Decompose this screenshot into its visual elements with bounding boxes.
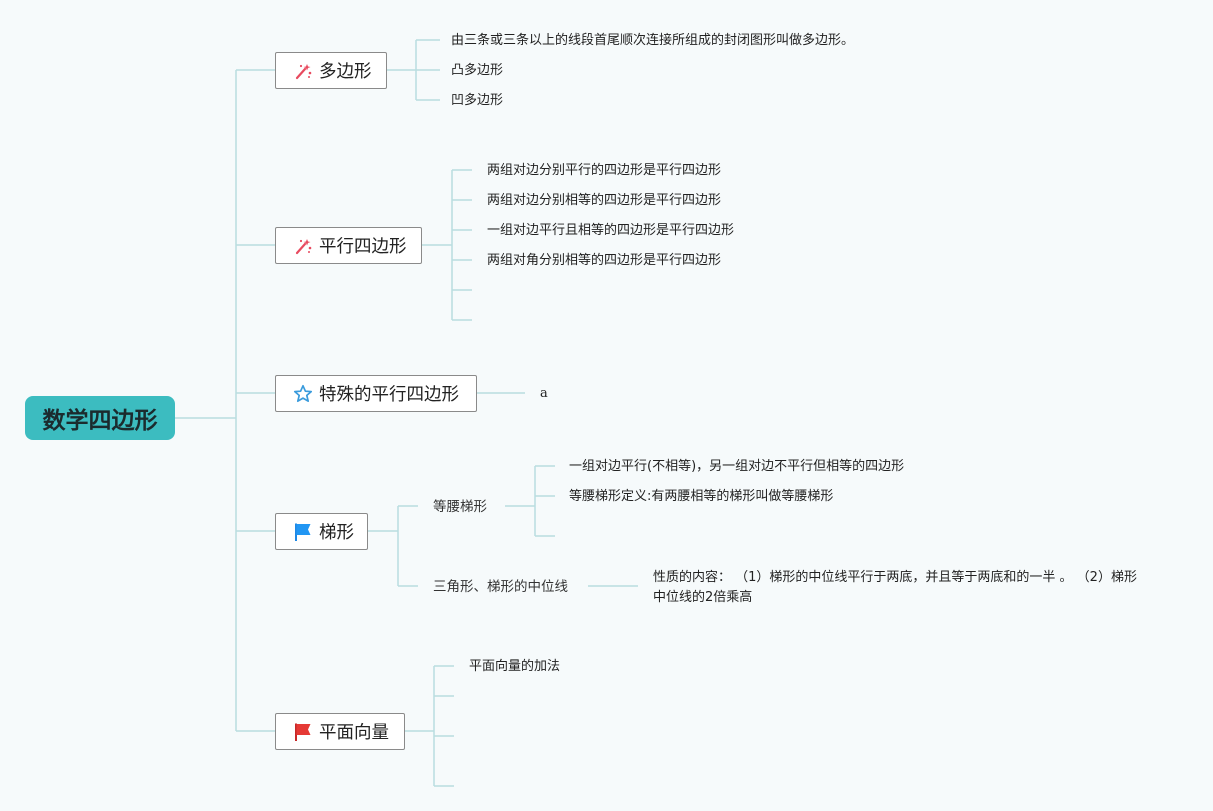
topic-label: 平行四边形	[319, 237, 407, 257]
parallelogram-rule-4[interactable]: 两组对角分别相等的四边形是平行四边形	[487, 253, 722, 268]
topic-parallelogram[interactable]: 平行四边形	[275, 227, 422, 264]
red-flag-icon	[293, 721, 315, 743]
topic-label: 平面向量	[319, 723, 389, 743]
topic-label: 梯形	[319, 523, 354, 543]
blue-flag-icon	[293, 521, 315, 543]
vector-addition[interactable]: 平面向量的加法	[469, 659, 561, 674]
convex-polygon[interactable]: 凸多边形	[451, 63, 504, 78]
subtopic-isosceles-trapezoid[interactable]: 等腰梯形	[433, 499, 487, 515]
parallelogram-rule-2[interactable]: 两组对边分别相等的四边形是平行四边形	[487, 193, 722, 208]
topic-plane-vector[interactable]: 平面向量	[275, 713, 405, 750]
subtopic-midline[interactable]: 三角形、梯形的中位线	[433, 579, 568, 595]
parallelogram-rule-1[interactable]: 两组对边分别平行的四边形是平行四边形	[487, 163, 722, 178]
isosceles-trapezoid-definition[interactable]: 等腰梯形定义:有两腰相等的梯形叫做等腰梯形	[569, 489, 834, 504]
topic-polygon[interactable]: 多边形	[275, 52, 387, 89]
topic-special-parallelogram[interactable]: 特殊的平行四边形	[275, 375, 477, 412]
root-topic[interactable]: 数学四边形	[25, 396, 175, 440]
midline-property[interactable]: 性质的内容： （1）梯形的中位线平行于两底，并且等于两底和的一半 。 （2）梯形…	[653, 570, 1137, 605]
parallelogram-rule-3[interactable]: 一组对边平行且相等的四边形是平行四边形	[487, 223, 735, 238]
topic-trapezoid[interactable]: 梯形	[275, 513, 368, 550]
polygon-definition[interactable]: 由三条或三条以上的线段首尾顺次连接所组成的封闭图形叫做多边形。	[451, 33, 855, 48]
star-icon	[293, 383, 315, 405]
concave-polygon[interactable]: 凹多边形	[451, 93, 504, 108]
sparkle-icon	[293, 60, 315, 82]
topic-label: 多边形	[319, 62, 372, 82]
isosceles-trapezoid-desc[interactable]: 一组对边平行(不相等)，另一组对边不平行但相等的四边形	[569, 459, 905, 474]
topic-label: 特殊的平行四边形	[319, 385, 459, 405]
sparkle-icon	[293, 235, 315, 257]
special-parallelogram-note[interactable]: a	[540, 386, 548, 401]
